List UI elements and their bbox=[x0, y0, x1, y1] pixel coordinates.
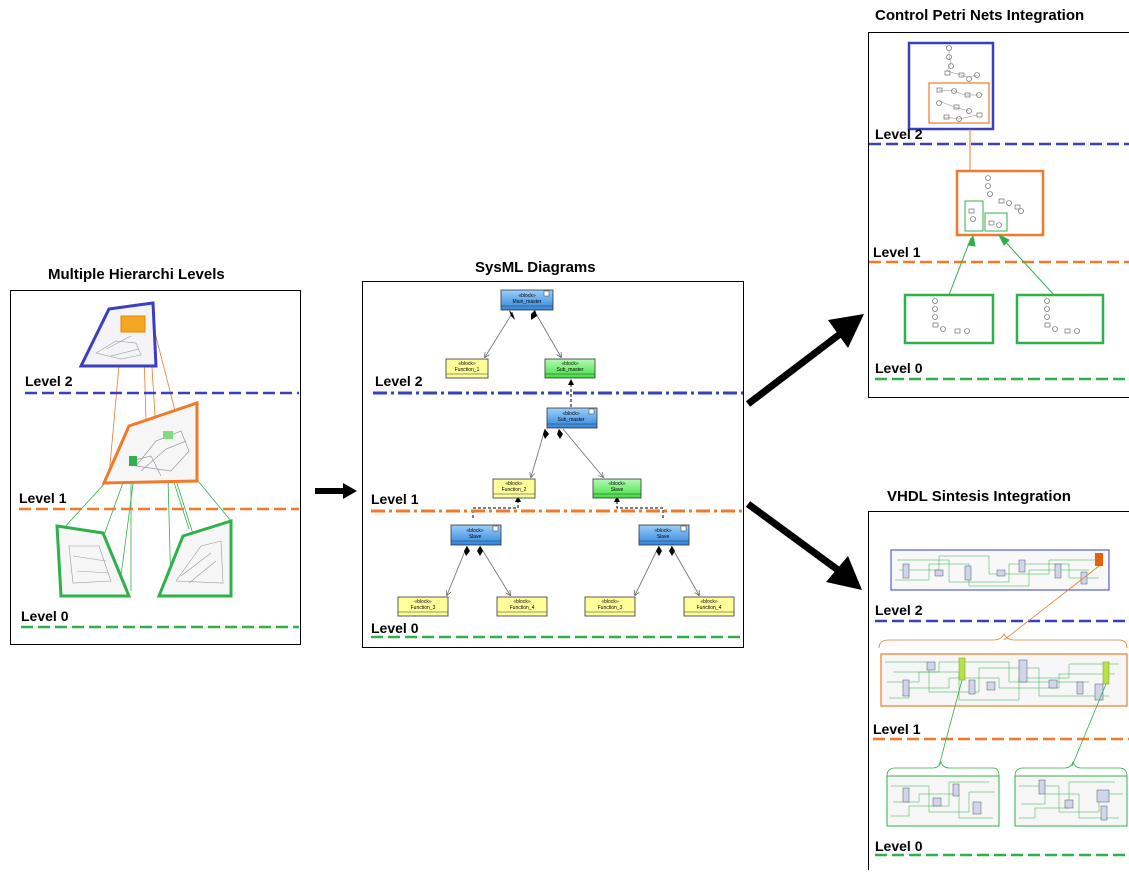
petri-level2-net bbox=[907, 41, 995, 131]
sysml-diagram: Level 2 Level 1 Level 0 «block» Main_mas… bbox=[371, 289, 743, 639]
block-name: Sub_master bbox=[557, 367, 584, 373]
block-name: Sub_master bbox=[558, 417, 585, 423]
block-function-3-left: «block» Function_3 bbox=[397, 596, 449, 617]
block-main-master: «block» Main_master bbox=[500, 289, 554, 311]
stereotype-label: «block» bbox=[458, 361, 475, 367]
sysml-level1-label: Level 1 bbox=[371, 491, 419, 507]
level0-quad-left bbox=[55, 524, 132, 598]
sysml-level0-label: Level 0 bbox=[371, 620, 419, 636]
block-slave-left: «block» Slave bbox=[450, 524, 502, 546]
stereotype-label: «block» bbox=[561, 361, 578, 367]
vhdl-level1-schematic bbox=[880, 653, 1128, 707]
vhdl-level2-label: Level 2 bbox=[875, 602, 923, 618]
block-name: Function_3 bbox=[411, 605, 436, 611]
diagonal-arrows bbox=[745, 314, 864, 590]
vhdl-level0-schematic-left bbox=[886, 775, 1000, 827]
petri-panel: Level 2 Level 1 bbox=[868, 32, 1129, 398]
stereotype-label: «block» bbox=[414, 599, 431, 605]
block-function-4-left: «block» Function_4 bbox=[496, 596, 548, 617]
stereotype-label: «block» bbox=[601, 599, 618, 605]
down-right-arrow-icon bbox=[745, 501, 862, 590]
block-function-3-right: «block» Function_3 bbox=[584, 596, 636, 617]
block-name: Main_master bbox=[513, 299, 542, 305]
block-name: Slave bbox=[657, 534, 670, 540]
vhdl-panel: Level 2 Level 1 bbox=[868, 511, 1129, 870]
block-function-2: «block» Function_2 bbox=[492, 478, 536, 499]
stereotype-label: «block» bbox=[505, 481, 522, 487]
vhdl-level2-schematic bbox=[890, 549, 1110, 591]
level0-quad-right bbox=[156, 518, 233, 598]
block-sub-master-level2: «block» Sub_master bbox=[544, 358, 596, 379]
hierarchy-level2-label: Level 2 bbox=[25, 373, 73, 389]
right-arrow-icon bbox=[315, 483, 357, 499]
block-sub-master-level1: «block» Sub_master bbox=[546, 407, 598, 429]
vhdl-level0-schematic-right bbox=[1014, 775, 1128, 827]
petri-level0-label: Level 0 bbox=[875, 360, 923, 376]
stereotype-label: «block» bbox=[513, 599, 530, 605]
petri-level2-label: Level 2 bbox=[875, 126, 923, 142]
stereotype-label: «block» bbox=[518, 293, 535, 299]
level2-quad bbox=[78, 301, 158, 368]
hierarchy-level1-label: Level 1 bbox=[19, 490, 67, 506]
vhdl-title: VHDL Sintesis Integration bbox=[887, 488, 1071, 505]
vhdl-diagram: Level 2 Level 1 bbox=[873, 549, 1129, 857]
stereotype-label: «block» bbox=[608, 481, 625, 487]
stereotype-label: «block» bbox=[466, 528, 483, 534]
stereotype-label: «block» bbox=[654, 528, 671, 534]
block-function-4-right: «block» Function_4 bbox=[683, 596, 735, 617]
up-right-arrow-icon bbox=[745, 314, 864, 407]
stereotype-label: «block» bbox=[700, 599, 717, 605]
sysml-level2-label: Level 2 bbox=[375, 373, 423, 389]
sysml-panel: Level 2 Level 1 Level 0 «block» Main_mas… bbox=[362, 281, 744, 648]
petri-title: Control Petri Nets Integration bbox=[875, 7, 1085, 24]
block-name: Slave bbox=[469, 534, 482, 540]
stereotype-label: «block» bbox=[562, 411, 579, 417]
sysml-title: SysML Diagrams bbox=[475, 259, 596, 276]
hierarchy-panel: Level 2 Level 1 bbox=[10, 290, 301, 645]
hierarchy-diagram: Level 2 Level 1 bbox=[19, 301, 299, 629]
block-name: Function_4 bbox=[510, 605, 535, 611]
level1-quad bbox=[101, 400, 199, 485]
block-name: Function_1 bbox=[455, 367, 480, 373]
block-function-1: «block» Function_1 bbox=[445, 358, 489, 379]
petri-level0-net-left bbox=[903, 293, 995, 345]
block-name: Slave bbox=[611, 487, 624, 493]
block-name: Function_4 bbox=[697, 605, 722, 611]
block-name: Function_3 bbox=[598, 605, 623, 611]
hierarchy-title: Multiple Hierarchi Levels bbox=[48, 266, 225, 283]
petri-level1-net bbox=[955, 169, 1045, 237]
petri-level1-label: Level 1 bbox=[873, 244, 921, 260]
vhdl-level1-label: Level 1 bbox=[873, 721, 921, 737]
block-name: Function_2 bbox=[502, 487, 527, 493]
block-slave-level1: «block» Slave bbox=[592, 478, 642, 499]
block-slave-right: «block» Slave bbox=[638, 524, 690, 546]
petri-level0-net-right bbox=[1015, 293, 1105, 345]
hierarchy-level0-label: Level 0 bbox=[21, 608, 69, 624]
vhdl-level0-label: Level 0 bbox=[875, 838, 923, 854]
petri-diagram: Level 2 Level 1 bbox=[869, 41, 1129, 381]
